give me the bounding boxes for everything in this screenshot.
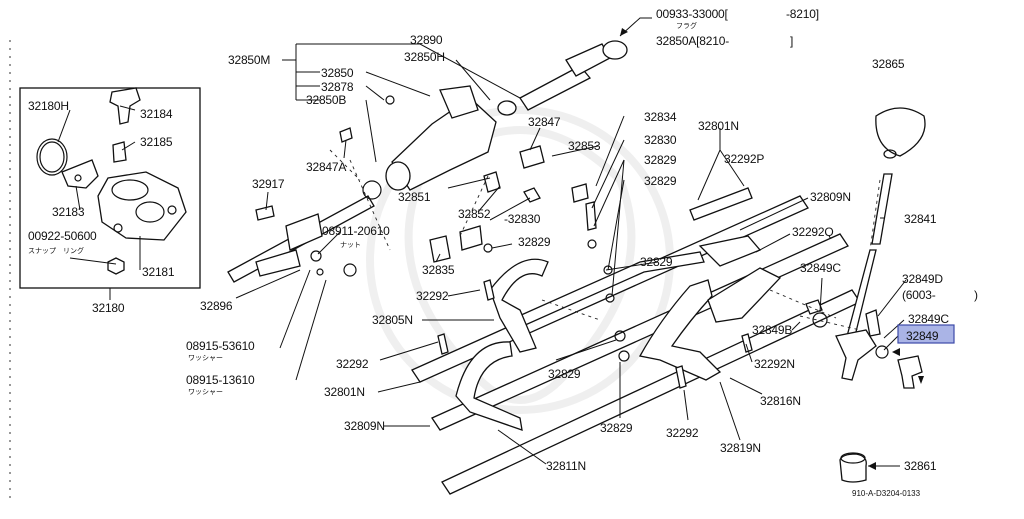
label-32890[interactable]: 32890 [410, 33, 443, 47]
label-32878[interactable]: 32878 [321, 80, 354, 94]
inset-parts [36, 87, 187, 275]
label-32865[interactable]: 32865 [872, 57, 905, 71]
label-32829-6[interactable]: 32829 [600, 421, 633, 435]
label-32185[interactable]: 32185 [140, 135, 173, 149]
label-32829-2[interactable]: 32829 [644, 174, 677, 188]
label-32292P[interactable]: 32292P [724, 152, 765, 166]
label-08915-53610[interactable]: 08915-53610 [186, 339, 255, 353]
label-32849C-bottom[interactable]: 32849C [908, 312, 950, 326]
label-32834[interactable]: 32834 [644, 110, 677, 124]
label-00933-range: -8210] [786, 7, 819, 21]
label-00922-jp: スナップ リング [28, 246, 84, 255]
label-32850M[interactable]: 32850M [228, 53, 271, 67]
label-32801N-top[interactable]: 32801N [698, 119, 739, 133]
label-32852[interactable]: 32852 [458, 207, 491, 221]
shift-lever [835, 107, 926, 483]
footer-code: 910-A-D3204-0133 [852, 489, 921, 498]
label-08915-53610-jp: ワッシャー [188, 354, 223, 362]
label-32849C-top[interactable]: 32849C [800, 261, 842, 275]
label-00933-jp: フラグ [676, 21, 697, 30]
label-08911-20610[interactable]: 08911-20610 [322, 224, 390, 238]
label-32292N[interactable]: 32292N [754, 357, 795, 371]
label-32811N[interactable]: 32811N [546, 459, 586, 473]
label-32184[interactable]: 32184 [140, 107, 173, 121]
label-32850H[interactable]: 32850H [404, 50, 445, 64]
label-32851[interactable]: 32851 [398, 190, 431, 204]
label-08915-13610-jp: ワッシャー [188, 388, 223, 396]
label-08915-13610[interactable]: 08915-13610 [186, 373, 255, 387]
label-32850B[interactable]: 32850B [306, 93, 347, 107]
label-32181[interactable]: 32181 [142, 265, 175, 279]
alignment-dashes [329, 149, 881, 331]
label-32292-3[interactable]: 32292 [666, 426, 699, 440]
label-00933-33000[interactable]: 00933-33000[ [656, 7, 729, 21]
shift-forks [455, 235, 782, 431]
label-32829-4[interactable]: 32829 [640, 255, 673, 269]
label-32849D[interactable]: 32849D [902, 272, 944, 286]
label-32805N[interactable]: 32805N [372, 313, 413, 327]
label-32801N-bottom[interactable]: 32801N [324, 385, 365, 399]
label-32896[interactable]: 32896 [200, 299, 233, 313]
label-32830-mid[interactable]: -32830 [504, 212, 541, 226]
leader-lines [57, 17, 907, 467]
label-32849[interactable]: 32849 [906, 329, 939, 343]
label-32292Q[interactable]: 32292Q [792, 225, 834, 239]
label-32849D-range: (6003- [902, 288, 936, 302]
label-32853[interactable]: 32853 [568, 139, 601, 153]
label-32830-top[interactable]: 32830 [644, 133, 677, 147]
label-32850[interactable]: 32850 [321, 66, 354, 80]
label-32816N[interactable]: 32816N [760, 394, 801, 408]
shifter-housing [255, 40, 628, 277]
label-32850A-range: ] [790, 34, 793, 48]
detent-balls [310, 239, 828, 389]
label-00922-50600[interactable]: 00922-50600 [28, 229, 97, 243]
label-32829-3[interactable]: 32829 [518, 235, 551, 249]
label-32847A[interactable]: 32847A [306, 160, 347, 174]
label-32183[interactable]: 32183 [52, 205, 85, 219]
label-32829-5[interactable]: 32829 [548, 367, 581, 381]
label-32849D-range-end: ) [974, 288, 978, 302]
label-08911-jp: ナット [340, 241, 361, 249]
label-32835[interactable]: 32835 [422, 263, 455, 277]
label-32292-2[interactable]: 32292 [336, 357, 369, 371]
label-32180[interactable]: 32180 [92, 301, 125, 315]
label-32861[interactable]: 32861 [904, 459, 937, 473]
label-32847[interactable]: 32847 [528, 115, 561, 129]
label-32809N-bottom[interactable]: 32809N [344, 419, 385, 433]
part-labels: 00933-33000[ -8210] フラグ 32850A[8210- ] 3… [28, 7, 978, 498]
label-32850A[interactable]: 32850A[8210- [656, 34, 729, 48]
label-32180H[interactable]: 32180H [28, 99, 69, 113]
label-32829-1[interactable]: 32829 [644, 153, 677, 167]
label-32819N[interactable]: 32819N [720, 441, 761, 455]
label-32917[interactable]: 32917 [252, 177, 285, 191]
label-32841[interactable]: 32841 [904, 212, 937, 226]
label-32292-1[interactable]: 32292 [416, 289, 449, 303]
label-32809N-top[interactable]: 32809N [810, 190, 851, 204]
highlight-box-32849[interactable] [897, 324, 955, 344]
label-32849B[interactable]: 32849B [752, 323, 793, 337]
